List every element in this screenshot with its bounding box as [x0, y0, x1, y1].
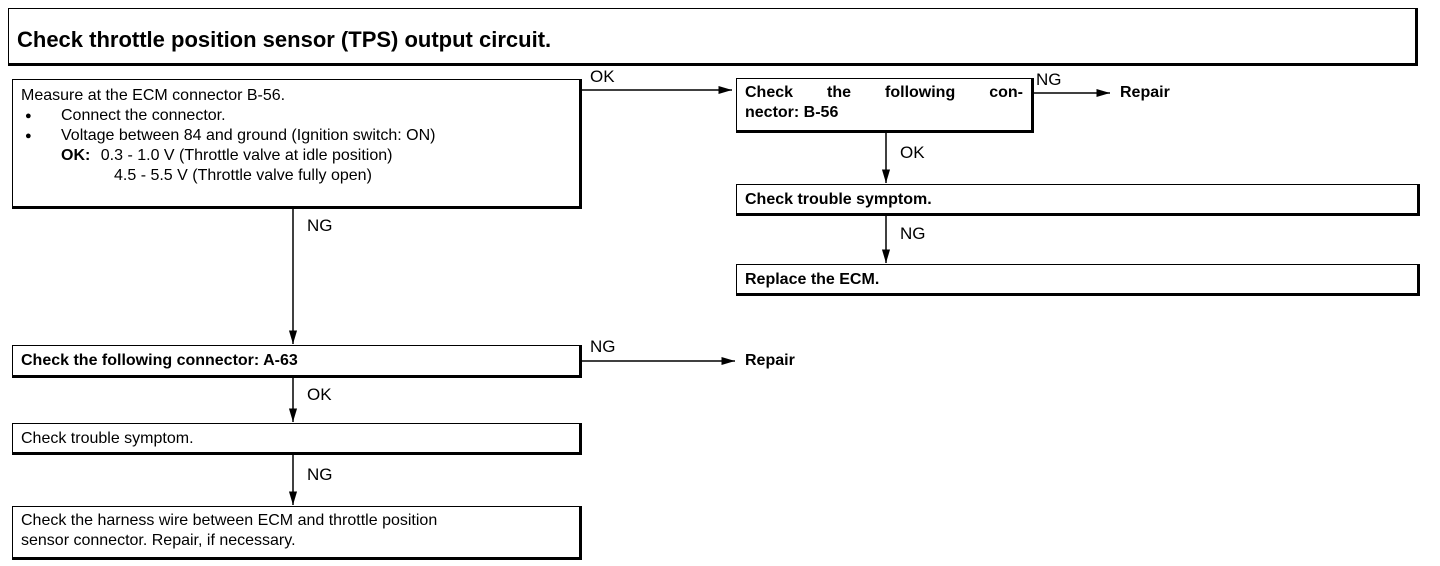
label-ng-a63: NG [590, 337, 616, 356]
left-symptom-box: Check trouble symptom. [12, 423, 582, 455]
replace-ecm-box: Replace the ECM. [736, 264, 1420, 296]
harness-box: Check the harness wire between ECM and t… [12, 506, 582, 560]
label-ok-top: OK [590, 67, 615, 86]
label-ng-right: NG [900, 224, 926, 243]
check-b56-line2: nector: B-56 [745, 104, 839, 121]
label-ok-left: OK [307, 385, 332, 404]
check-b56-line1: Check the following con- [745, 84, 1023, 101]
harness-line2: sensor connector. Repair, if necessary. [21, 532, 296, 549]
right-symptom-box: Check trouble symptom. [736, 184, 1420, 216]
repair-mid: Repair [745, 352, 795, 369]
page-title: Check throttle position sensor (TPS) out… [17, 27, 552, 52]
measure-ok-line2: 4.5 - 5.5 V (Throttle valve fully open) [114, 167, 372, 184]
measure-box: Measure at the ECM connector B-56. Conne… [12, 79, 582, 209]
label-ng-left: NG [307, 216, 333, 235]
label-ng-left-2: NG [307, 465, 333, 484]
right-symptom-text: Check trouble symptom. [745, 191, 932, 208]
label-ok-right: OK [900, 143, 925, 162]
check-a63-text: Check the following connector: A-63 [21, 352, 298, 369]
repair-top: Repair [1120, 84, 1170, 101]
check-b56-box: Check the following con- nector: B-56 [736, 78, 1034, 133]
measure-heading: Measure at the ECM connector B-56. [21, 87, 286, 104]
harness-line1: Check the harness wire between ECM and t… [21, 512, 438, 529]
check-a63-box: Check the following connector: A-63 [12, 345, 582, 378]
label-ng-top: NG [1036, 70, 1062, 89]
measure-bullet-voltage: Voltage between 84 and ground (Ignition … [21, 126, 571, 146]
measure-ok-line1: 0.3 - 1.0 V (Throttle valve at idle posi… [100, 147, 393, 164]
measure-bullet-connect: Connect the connector. [21, 106, 571, 126]
title-box: Check throttle position sensor (TPS) out… [8, 8, 1418, 66]
measure-ok-label: OK: [61, 147, 91, 164]
replace-ecm-text: Replace the ECM. [745, 271, 880, 288]
left-symptom-text: Check trouble symptom. [21, 430, 194, 447]
